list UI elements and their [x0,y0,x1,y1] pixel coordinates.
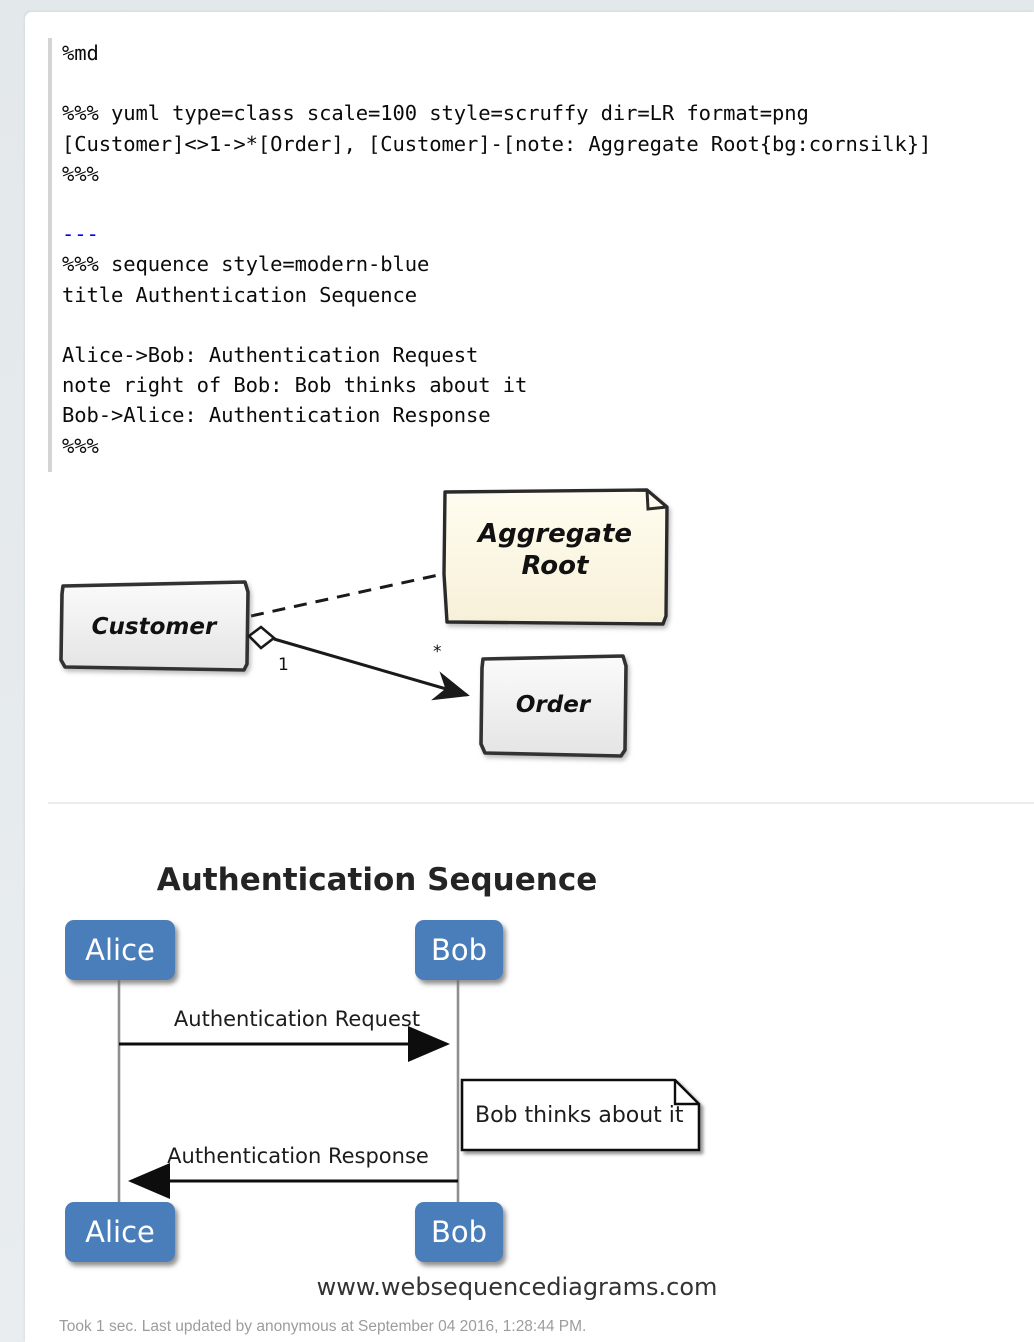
actor-label-alice-bottom: Alice [85,1215,155,1249]
message-label-2: Authentication Response [167,1144,429,1168]
actor-box-bob-bottom [415,1202,503,1262]
code-line-13: %%% [62,433,99,458]
paragraph-divider [48,802,1034,804]
message-label-1: Authentication Request [174,1007,420,1031]
note-link-dashed [250,572,444,618]
code-line-11: note right of Bob: Bob thinks about it [62,373,528,398]
class-label-order: Order [516,692,592,718]
class-box-customer [59,580,250,672]
yuml-class-diagram: Aggregate Root Customer 1 * [55,474,755,784]
note-line-1: Aggregate [476,519,632,549]
sequence-note-box [460,1078,701,1152]
code-line-1 [62,68,1022,98]
actor-label-bob-top: Bob [431,933,487,967]
actor-box-alice-top [65,920,175,980]
code-line-0: %md [62,41,99,65]
paragraph-panel: %md %%% yuml type=class scale=100 style=… [25,12,1034,1342]
code-text[interactable]: %md %%% yuml type=class scale=100 style=… [62,38,1022,461]
code-line-5 [62,189,1022,219]
code-line-10: Alice->Bob: Authentication Request [62,343,479,368]
code-line-6: --- [62,222,99,247]
multiplicity-source: 1 [278,655,289,675]
sequence-note-text: Bob thinks about it [475,1103,684,1128]
actor-label-alice-top: Alice [85,933,155,967]
sequence-watermark: www.websequencediagrams.com [317,1273,718,1301]
multiplicity-target: * [433,642,442,662]
actor-label-bob-bottom: Bob [431,1215,487,1249]
class-label-customer: Customer [92,614,218,640]
note-line-2: Root [522,551,590,581]
code-line-12: Bob->Alice: Authentication Response [62,403,491,428]
paragraph-status: Took 1 sec. Last updated by anonymous at… [59,1318,587,1335]
code-line-7: %%% sequence style=modern-blue [62,252,430,277]
class-box-order [479,654,628,758]
code-line-3: [Customer]<>1->*[Order], [Customer]-[not… [62,131,932,156]
association-line [273,637,470,701]
editor-gutter [48,38,52,472]
aggregation-diamond [247,625,277,650]
sequence-diagram: Authentication Sequence Alice Bob Authen… [65,832,765,1312]
code-editor[interactable]: %md %%% yuml type=class scale=100 style=… [48,38,1034,472]
code-line-2: %%% yuml type=class scale=100 style=scru… [62,101,809,126]
code-line-4: %%% [62,161,99,186]
code-line-8: title Authentication Sequence [62,282,418,307]
code-line-9 [62,310,1022,340]
actor-box-bob-top [415,920,503,980]
actor-box-alice-bottom [65,1202,175,1262]
sequence-title: Authentication Sequence [157,862,598,898]
class-note-aggregate-root [442,488,669,626]
